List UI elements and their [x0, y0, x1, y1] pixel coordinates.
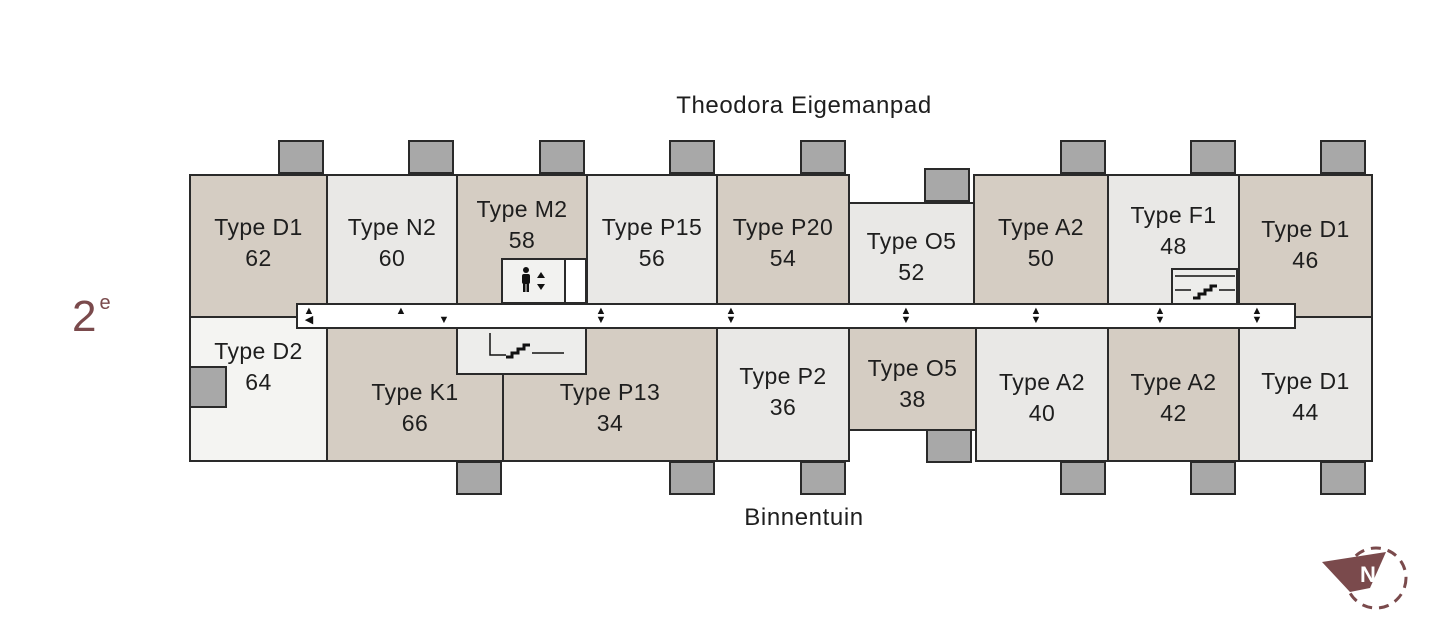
- entrance-arrow-icon: ▲◀: [303, 305, 315, 326]
- balcony: [539, 140, 585, 174]
- balcony: [1320, 140, 1366, 174]
- unit-type: Type D2: [214, 338, 303, 364]
- unit-type: Type F1: [1130, 202, 1217, 228]
- unit-number: 50: [1027, 245, 1055, 271]
- balcony: [1190, 461, 1236, 495]
- balcony: [456, 461, 502, 495]
- unit-number: 36: [769, 394, 797, 420]
- compass-north-icon: N: [1322, 546, 1408, 610]
- unit-36[interactable]: Type P2 36: [716, 327, 850, 462]
- unit-number: 62: [245, 245, 272, 271]
- unit-46[interactable]: Type D1 46: [1238, 174, 1373, 320]
- unit-66[interactable]: Type K1 66: [326, 327, 504, 462]
- balcony: [189, 366, 227, 408]
- stairs-icon: [489, 333, 564, 359]
- unit-number: 58: [508, 227, 536, 253]
- balcony: [278, 140, 324, 174]
- unit-number: 52: [898, 259, 925, 285]
- street-label-north: Theodora Eigemanpad: [676, 92, 932, 119]
- balcony: [1060, 140, 1106, 174]
- unit-type: Type A2: [1130, 369, 1217, 395]
- balcony: [408, 140, 454, 174]
- unit-number: 38: [899, 386, 926, 412]
- entrance-arrow-icon: ▲▼: [725, 305, 737, 326]
- unit-type: Type A2: [998, 214, 1084, 240]
- entrance-arrow-icon: ▲▼: [1251, 305, 1263, 326]
- unit-number: 40: [1028, 400, 1056, 426]
- unit-type: Type P15: [601, 214, 703, 240]
- unit-64[interactable]: Type D2 64: [189, 316, 328, 462]
- unit-number: 48: [1160, 233, 1187, 259]
- balcony: [924, 168, 970, 202]
- floor-number: 2: [72, 292, 97, 341]
- entrance-arrow-icon: ▼: [438, 314, 450, 326]
- unit-type: Type M2: [476, 196, 568, 222]
- elevator-core: [501, 258, 587, 304]
- balcony: [669, 461, 715, 495]
- unit-type: Type P20: [732, 214, 834, 240]
- unit-56[interactable]: Type P15 56: [586, 174, 718, 305]
- unit-number: 54: [769, 245, 797, 271]
- balcony: [1320, 461, 1366, 495]
- unit-54[interactable]: Type P20 54: [716, 174, 850, 305]
- unit-type: Type K1: [371, 379, 459, 405]
- unit-50[interactable]: Type A2 50: [973, 174, 1109, 305]
- unit-40[interactable]: Type A2 40: [975, 327, 1109, 462]
- stairs-icon: [1175, 275, 1235, 300]
- entrance-arrow-icon: ▲▼: [595, 305, 607, 326]
- balcony: [926, 429, 972, 463]
- unit-type: Type D1: [1261, 216, 1350, 242]
- elevator-shaft: [564, 258, 587, 304]
- unit-number: 46: [1292, 247, 1319, 273]
- unit-type: Type P13: [559, 379, 661, 405]
- unit-62[interactable]: Type D1 62: [189, 174, 328, 320]
- balcony: [800, 461, 846, 495]
- unit-number: 56: [638, 245, 666, 271]
- unit-44[interactable]: Type D1 44: [1238, 316, 1373, 462]
- unit-type: Type O5: [867, 355, 958, 381]
- unit-type: Type N2: [347, 214, 437, 240]
- svg-text:N: N: [1360, 562, 1376, 587]
- entrance-arrow-icon: ▲▼: [900, 305, 912, 326]
- entrance-arrow-icon: ▲: [395, 305, 407, 317]
- unit-type: Type D1: [1261, 368, 1350, 394]
- unit-type: Type D1: [214, 214, 303, 240]
- unit-number: 44: [1292, 399, 1319, 425]
- street-label-south: Binnentuin: [744, 504, 864, 531]
- unit-type: Type O5: [866, 228, 957, 254]
- entrance-arrow-icon: ▲▼: [1154, 305, 1166, 326]
- unit-42[interactable]: Type A2 42: [1107, 327, 1240, 462]
- balcony: [1060, 461, 1106, 495]
- balcony: [669, 140, 715, 174]
- unit-type: Type A2: [999, 369, 1085, 395]
- unit-38[interactable]: Type O5 38: [848, 327, 977, 431]
- unit-number: 42: [1160, 400, 1187, 426]
- unit-34[interactable]: Type P13 34: [502, 327, 718, 462]
- stair-core: [456, 327, 587, 375]
- entrance-arrow-icon: ▲▼: [1030, 305, 1042, 326]
- unit-number: 60: [378, 245, 406, 271]
- balcony: [1190, 140, 1236, 174]
- corridor: ▲◀ ▲ ▼ ▲▼ ▲▼ ▲▼ ▲▼ ▲▼ ▲▼: [296, 303, 1296, 329]
- unit-60[interactable]: Type N2 60: [326, 174, 458, 305]
- balcony: [800, 140, 846, 174]
- unit-number: 34: [596, 410, 624, 436]
- unit-52[interactable]: Type O5 52: [848, 202, 975, 305]
- floor-suffix: e: [99, 292, 111, 314]
- unit-number: 66: [401, 410, 429, 436]
- unit-number: 64: [245, 369, 272, 395]
- stair-core: [1171, 268, 1238, 305]
- unit-type: Type P2: [739, 363, 827, 389]
- elevator-icon: [522, 267, 545, 292]
